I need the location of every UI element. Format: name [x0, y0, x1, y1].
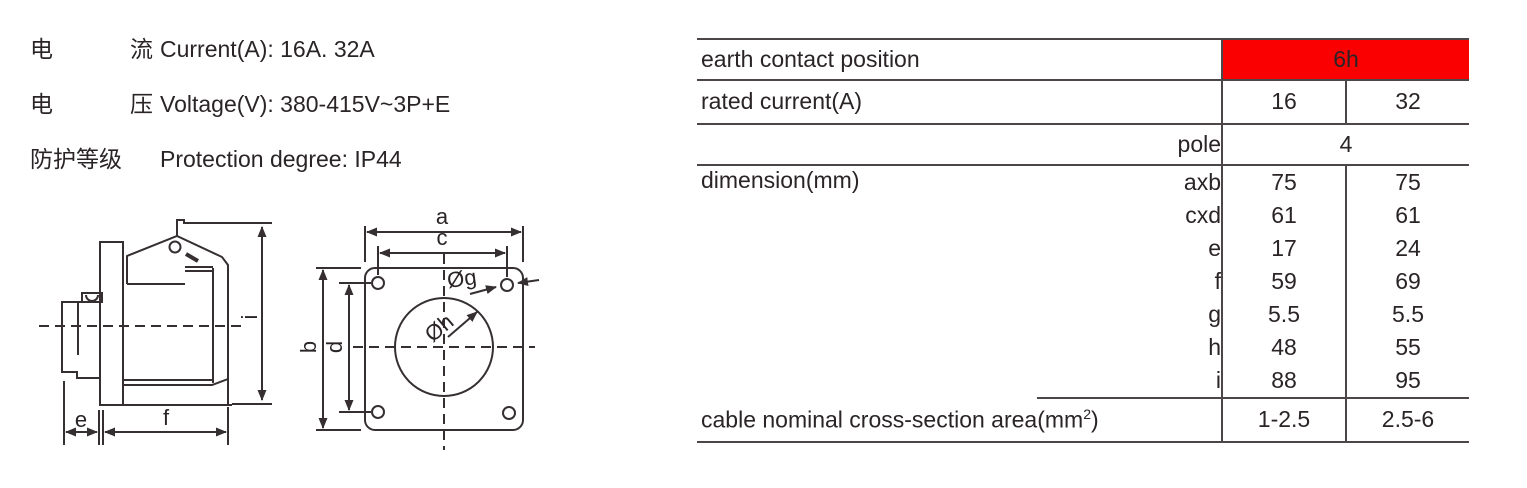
dim-label-c: c [437, 225, 448, 250]
dim-val-32: 75 [1345, 165, 1470, 199]
dim-label-d: d [322, 341, 347, 353]
spec-current: 电流 Current(A): 16A. 32A [30, 30, 450, 62]
hole-top-left [371, 276, 385, 290]
row-dimension-g: g 5.5 5.5 [697, 298, 1470, 331]
hinge-pin [168, 240, 182, 254]
row-dimension-cxd: cxd 61 61 [697, 199, 1470, 232]
dim-val-32: 55 [1345, 331, 1470, 364]
row-earth-contact-position: earth contact position 6h [697, 38, 1470, 81]
pole-value: 4 [1221, 124, 1470, 166]
row-dimension-h: h 48 55 [697, 331, 1470, 364]
spec-voltage-zh: 电压 [30, 85, 153, 119]
dim-key: cxd [1185, 201, 1222, 228]
row-pole: pole 4 [697, 124, 1470, 166]
dim-val-32: 69 [1345, 265, 1470, 298]
spec-current-zh: 电流 [30, 30, 153, 64]
ext-lines-d [339, 282, 371, 413]
spec-protection-en: Protection degree: IP44 [160, 146, 402, 172]
hole-bottom-left [371, 405, 385, 419]
hole-bottom-right [502, 406, 516, 420]
earth-contact-value: 6h [1221, 38, 1470, 81]
ext-lines-c [377, 246, 508, 277]
dim-key: i [1037, 364, 1223, 399]
cable-val-16: 1-2.5 [1221, 398, 1347, 443]
gland-notch [85, 294, 99, 302]
zh-char: 电 [30, 91, 53, 117]
leader-g [469, 285, 497, 295]
rated-current-32: 32 [1345, 80, 1470, 125]
dim-label-a: a [436, 204, 449, 229]
ext-lines-e [63, 381, 100, 445]
dim-val-16: 61 [1221, 199, 1347, 232]
row-dimension-e: e 17 24 [697, 232, 1470, 265]
ext-lines-b [316, 267, 361, 431]
rated-current-label: rated current(A) [697, 80, 1223, 125]
spec-table: earth contact position 6h rated current(… [697, 38, 1470, 443]
ext-lines-f [102, 407, 229, 445]
cable-val-32: 2.5-6 [1345, 398, 1470, 443]
mounting-plate [99, 241, 124, 406]
dim-key: f [1214, 267, 1222, 294]
latch [184, 252, 200, 263]
cable-label-sup: 2 [1083, 405, 1091, 422]
ext-lines-a [364, 226, 524, 262]
dim-label-e: e [75, 407, 87, 432]
dim-val-16: 75 [1221, 165, 1347, 199]
dim-val-32: 5.5 [1345, 298, 1470, 331]
spec-protection: 防护等级 Protection degree: IP44 [30, 140, 450, 172]
dim-val-32: 95 [1345, 364, 1470, 399]
gland-outline [61, 301, 100, 379]
lid-outline [126, 234, 229, 404]
face-edge [185, 266, 213, 272]
rated-current-16: 16 [1221, 80, 1347, 125]
earth-contact-label: earth contact position [697, 38, 1223, 81]
dim-key: g [1208, 300, 1222, 327]
zh-char: 电 [30, 36, 53, 62]
body-shelf [123, 378, 229, 386]
hole-top-right [500, 278, 514, 292]
dim-val-16: 5.5 [1221, 298, 1347, 331]
dim-val-16: 17 [1221, 232, 1347, 265]
dim-val-16: 48 [1221, 331, 1347, 364]
zh-char: 压 [130, 91, 153, 117]
spec-voltage: 电压 Voltage(V): 380-415V~3P+E [30, 85, 450, 117]
side-view-drawing: e f i [39, 219, 272, 445]
lid-tab [176, 219, 272, 236]
row-cable-cross-section: cable nominal cross-section area(mm2) 1-… [697, 398, 1470, 443]
dim-label-b: b [296, 341, 321, 353]
spec-protection-zh: 防护等级 [30, 146, 122, 172]
leader-g-outside [517, 277, 540, 287]
dim-label-h: Øh [420, 309, 459, 347]
dim-label-g: Øg [446, 264, 479, 293]
dim-val-32: 24 [1345, 232, 1470, 265]
dim-key: axb [1183, 168, 1222, 195]
row-dimension-f: f 59 69 [697, 265, 1470, 298]
row-dimension-axb: dimension(mm) axb 75 75 [697, 165, 1470, 199]
dim-label-f: f [163, 405, 170, 430]
spec-voltage-en: Voltage(V): 380-415V~3P+E [160, 91, 451, 117]
cable-label-text: cable nominal cross-section area(mm [701, 406, 1084, 433]
dim-val-16: 88 [1221, 364, 1347, 399]
dim-key: e [1208, 234, 1222, 261]
cable-label-close: ) [1091, 406, 1099, 433]
dim-key: h [1208, 333, 1222, 360]
row-rated-current: rated current(A) 16 32 [697, 80, 1470, 125]
front-view-drawing: a c b d Øg Øh [296, 204, 540, 450]
dim-label-i: i [237, 315, 262, 320]
leader-h [447, 311, 478, 338]
dimension-label: dimension(mm) [701, 167, 860, 193]
product-specs: 电流 Current(A): 16A. 32A 电压 Voltage(V): 3… [30, 30, 450, 195]
pole-label: pole [697, 124, 1223, 166]
spec-current-en: Current(A): 16A. 32A [160, 36, 375, 62]
cable-label: cable nominal cross-section area(mm2) [697, 398, 1223, 443]
row-dimension-i: i 88 95 [697, 364, 1470, 399]
dim-val-32: 61 [1345, 199, 1470, 232]
zh-char: 流 [130, 36, 153, 62]
dim-val-16: 59 [1221, 265, 1347, 298]
